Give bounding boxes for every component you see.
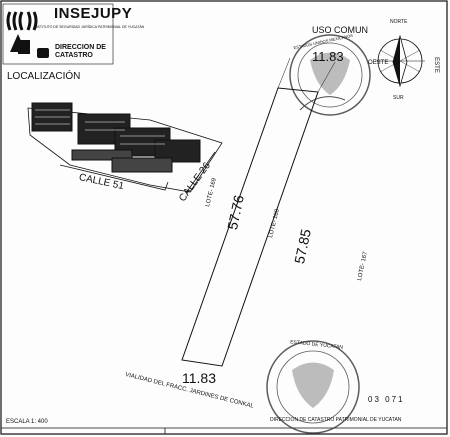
compass-east-label: ESTE: [432, 57, 439, 73]
org-name: INSEJUPY: [54, 5, 133, 22]
dimension-top: 11.83: [312, 49, 344, 64]
compass-south-label: SUR: [393, 95, 404, 101]
compass-north-label: NORTE: [390, 19, 408, 25]
use-label: USO COMUN: [312, 25, 368, 35]
insejupy-logo-icon: [2, 3, 114, 65]
bottom-seal-text-2: DIRECCION DE CATASTRO PATRIMONIAL DE YUC…: [270, 417, 402, 423]
section-title: LOCALIZACIÓN: [7, 71, 81, 82]
compass-west-label: OESTE: [368, 60, 389, 66]
folio-number: 03 071: [368, 395, 405, 404]
department-name: DIRECCION DE CATASTRO: [55, 44, 106, 59]
top-seal-stamp: [289, 34, 371, 116]
north-arrow-icon: [375, 34, 425, 88]
scale-label: ESCALA 1: 400: [6, 419, 48, 425]
org-subtitle: INSTITUTO DE SEGURIDAD JURÍDICA PATRIMON…: [34, 25, 145, 29]
lot-168-outline: [181, 57, 336, 367]
dimension-bottom: 11.83: [182, 370, 216, 386]
location-map: [27, 102, 223, 194]
bottom-seal-stamp: [266, 340, 360, 434]
